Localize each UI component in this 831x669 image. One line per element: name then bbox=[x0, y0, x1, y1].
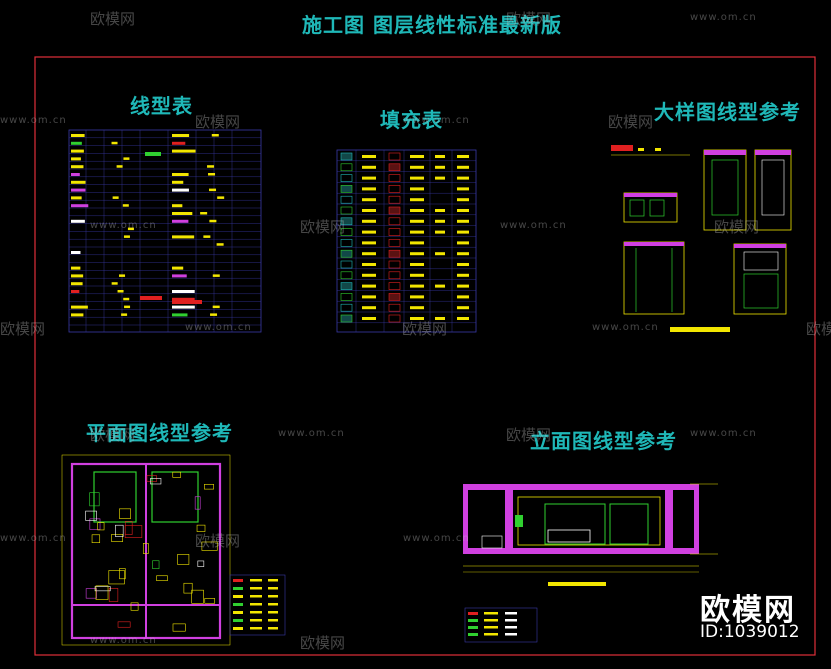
watermark-url: www.om.cn bbox=[403, 115, 470, 126]
detail-ref-title: 大样图线型参考 bbox=[654, 100, 801, 124]
watermark-brand: 欧模网 bbox=[300, 634, 346, 652]
watermark-url: www.om.cn bbox=[690, 12, 757, 23]
watermark-brand: 欧模网 bbox=[90, 10, 136, 28]
elevation-panel bbox=[463, 483, 718, 643]
watermark-brand: 欧模网 bbox=[608, 113, 654, 131]
main-title: 施工图 图层线性标准最新版 bbox=[302, 13, 562, 37]
watermark-brand: 欧模网 bbox=[90, 426, 136, 444]
watermark-brand: 欧模网 bbox=[506, 426, 552, 444]
line-table-title: 线型表 bbox=[130, 94, 193, 118]
watermark-brand: 欧模网 bbox=[195, 113, 241, 131]
elevation-ref-title: 立面图线型参考 bbox=[530, 429, 677, 453]
watermark-url: www.om.cn bbox=[185, 322, 252, 333]
site-logo: 欧模网 bbox=[700, 593, 796, 628]
watermark-brand: 欧模网 bbox=[506, 10, 552, 28]
watermark-url: www.om.cn bbox=[500, 220, 567, 231]
floor-plan-panel bbox=[61, 454, 286, 646]
drawing-frame bbox=[34, 56, 816, 656]
plan-ref-title: 平面图线型参考 bbox=[86, 421, 233, 445]
watermark-brand: 欧模网 bbox=[195, 532, 241, 550]
detail-drawings-panel bbox=[611, 145, 792, 332]
watermark-brand: 欧模网 bbox=[300, 218, 346, 236]
watermark-brand: 欧模网 bbox=[714, 218, 760, 236]
watermark-brand: 欧模网 bbox=[0, 320, 46, 338]
watermark-url: www.om.cn bbox=[690, 428, 757, 439]
fill-table-title: 填充表 bbox=[380, 108, 443, 132]
watermark-url: www.om.cn bbox=[278, 428, 345, 439]
line-table-panel bbox=[68, 129, 262, 333]
watermark-url: www.om.cn bbox=[403, 533, 470, 544]
watermark-url: www.om.cn bbox=[90, 635, 157, 646]
model-id-label: ID:1039012 bbox=[700, 622, 800, 642]
fill-table-panel bbox=[336, 149, 477, 333]
watermark-url: www.om.cn bbox=[592, 322, 659, 333]
watermark-brand: 欧模网 bbox=[402, 320, 448, 338]
watermark-url: www.om.cn bbox=[90, 220, 157, 231]
watermark-url: www.om.cn bbox=[0, 533, 67, 544]
watermark-url: www.om.cn bbox=[0, 115, 67, 126]
watermark-brand: 欧模网 bbox=[806, 320, 831, 338]
